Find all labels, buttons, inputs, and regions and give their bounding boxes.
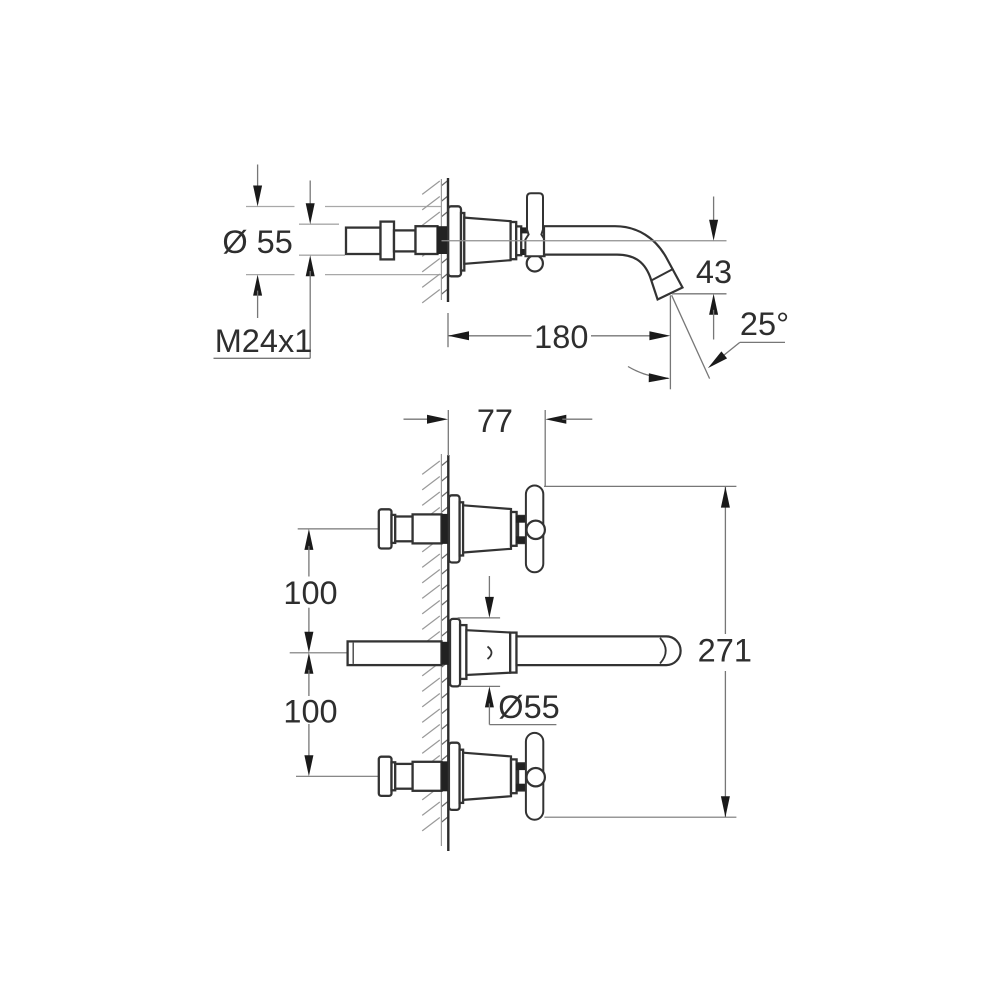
- svg-text:M24x1: M24x1: [215, 323, 313, 359]
- svg-text:100: 100: [283, 575, 337, 611]
- svg-text:271: 271: [698, 633, 752, 669]
- svg-text:25°: 25°: [740, 306, 789, 342]
- svg-text:43: 43: [696, 254, 732, 290]
- svg-text:100: 100: [283, 693, 337, 729]
- svg-text:77: 77: [477, 403, 513, 439]
- svg-text:Ø55: Ø55: [498, 689, 559, 725]
- svg-text:Ø 55: Ø 55: [222, 224, 292, 260]
- svg-text:180: 180: [534, 319, 588, 355]
